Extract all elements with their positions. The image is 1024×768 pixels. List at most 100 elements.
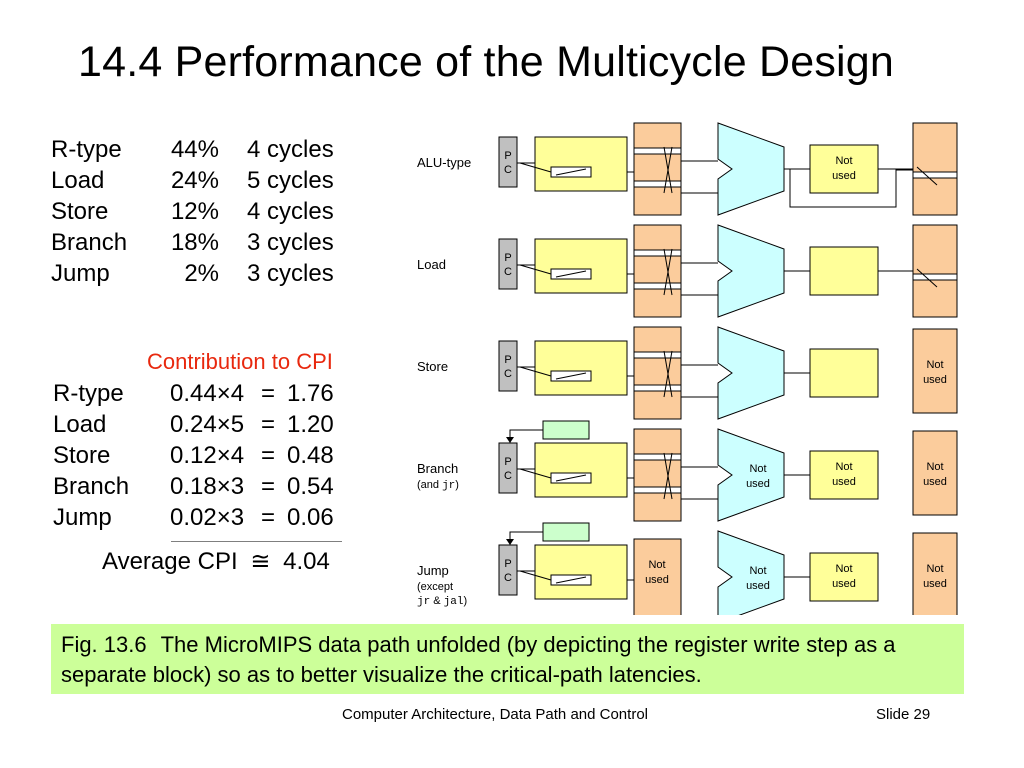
mix-row: Store 12% 4 cycles	[51, 196, 351, 227]
register-port-a	[633, 453, 682, 461]
data-cache	[809, 246, 879, 296]
ir-slash	[555, 474, 587, 482]
slide-number: Slide 29	[876, 706, 931, 723]
register-file	[633, 224, 682, 318]
register-port-a	[633, 147, 682, 155]
data-cache-not-used-line2: used	[832, 578, 856, 590]
alu-unused	[717, 428, 785, 522]
register-file	[633, 428, 682, 522]
data-cache	[809, 348, 879, 398]
cache-input-wire	[519, 570, 552, 581]
cpi-row: Branch 0.18×3 = 0.54	[53, 471, 353, 502]
row-label: Jump	[417, 563, 449, 578]
sum-divider	[171, 541, 342, 542]
mix-row: R-type 44% 4 cycles	[51, 134, 351, 165]
data-cache-not-used-line2: used	[832, 476, 856, 488]
mix-type: R-type	[51, 136, 122, 163]
mix-row: Load 24% 5 cycles	[51, 165, 351, 196]
writeback-register	[912, 224, 958, 318]
data-cache-not-used-line1: Not	[835, 563, 852, 575]
cpi-expression: 0.18×3	[170, 473, 245, 500]
average-cpi-label: Average CPI	[102, 548, 238, 575]
pc-label-bottom: C	[504, 572, 512, 584]
writeback-slash	[916, 268, 938, 288]
mix-type: Jump	[51, 260, 110, 287]
reg-wire-2	[663, 350, 673, 398]
ir-slash	[555, 270, 587, 278]
cpi-value: 1.76	[287, 380, 334, 407]
cpi-type: Load	[53, 411, 107, 438]
writeback-not-used-line1: Not	[926, 563, 943, 575]
cpi-row: Load 0.24×5 = 1.20	[53, 409, 353, 440]
cpi-value: 0.48	[287, 442, 334, 469]
register-port-b	[633, 180, 682, 188]
ir-slash	[555, 372, 587, 380]
bypass-wire	[784, 168, 913, 208]
equals-sign: =	[261, 442, 276, 469]
cpi-expression: 0.12×4	[170, 442, 245, 469]
mix-percent: 44%	[170, 136, 219, 163]
cpi-expression: 0.24×5	[170, 411, 245, 438]
pc-feedback-wire	[509, 531, 543, 545]
row-sublabel: (except	[417, 581, 453, 593]
reg-wire-2	[663, 146, 673, 194]
instruction-cache	[534, 544, 628, 600]
row-label: Store	[417, 359, 448, 374]
mix-cycles: 4 cycles	[247, 136, 334, 163]
pc-feedback-wire	[509, 429, 543, 443]
writeback-not-used-line2: used	[923, 374, 947, 386]
ir-slash	[555, 168, 587, 176]
register-file-unused	[633, 538, 682, 615]
cpi-type: R-type	[53, 380, 124, 407]
pc-label-bottom: C	[504, 368, 512, 380]
instruction-cache	[534, 238, 628, 294]
equals-sign: =	[261, 504, 276, 531]
cpi-row: Jump 0.02×3 = 0.06	[53, 502, 353, 533]
row-sublabel: (and jr)	[417, 479, 459, 492]
register-port-a	[633, 249, 682, 257]
alu-not-used-line1: Not	[749, 565, 766, 577]
alu	[717, 326, 785, 420]
mix-cycles: 3 cycles	[247, 260, 334, 287]
slide-title: 14.4 Performance of the Multicycle Desig…	[78, 38, 895, 86]
pc-register	[498, 544, 518, 596]
pc-label-top: P	[504, 456, 511, 468]
row-sublabel-2: jr & jal)	[417, 595, 467, 608]
equals-sign: =	[261, 411, 276, 438]
instruction-cache	[534, 442, 628, 498]
writeback-not-used-line2: used	[923, 476, 947, 488]
average-cpi: Average CPI ≅ 4.04	[102, 547, 336, 576]
instruction-cache	[534, 340, 628, 396]
cpi-type: Store	[53, 442, 111, 469]
caption-text: The MicroMIPS data path unfolded (by dep…	[61, 632, 896, 687]
writeback-unused	[912, 532, 958, 615]
writeback-port	[912, 273, 958, 281]
mix-row: Branch 18% 3 cycles	[51, 227, 351, 258]
alu	[717, 122, 785, 216]
mix-type: Store	[51, 198, 109, 225]
alu-not-used-line1: Not	[749, 463, 766, 475]
mix-percent: 12%	[170, 198, 219, 225]
average-cpi-value: 4.04	[283, 548, 330, 575]
cpi-table: R-type 0.44×4 = 1.76 Load 0.24×5 = 1.20 …	[53, 378, 353, 533]
cpi-row: Store 0.12×4 = 0.48	[53, 440, 353, 471]
pc-label-bottom: C	[504, 164, 512, 176]
cache-input-wire	[519, 366, 552, 377]
data-cache-unused	[809, 450, 879, 500]
row-label: Branch	[417, 461, 458, 476]
data-cache-not-used-line1: Not	[835, 461, 852, 473]
mix-percent: 18%	[170, 229, 219, 256]
mix-percent: 2%	[184, 260, 219, 287]
equals-sign: =	[261, 380, 276, 407]
writeback-port	[912, 171, 958, 179]
cache-input-wire	[519, 162, 552, 173]
writeback-not-used-line2: used	[923, 578, 947, 590]
reg-wire-2	[663, 452, 673, 500]
register-port-b	[633, 486, 682, 494]
cpi-value: 0.54	[287, 473, 334, 500]
cpi-type: Jump	[53, 504, 112, 531]
data-cache-unused	[809, 144, 879, 194]
pc-label-top: P	[504, 354, 511, 366]
cpi-header: Contribution to CPI	[147, 349, 333, 374]
